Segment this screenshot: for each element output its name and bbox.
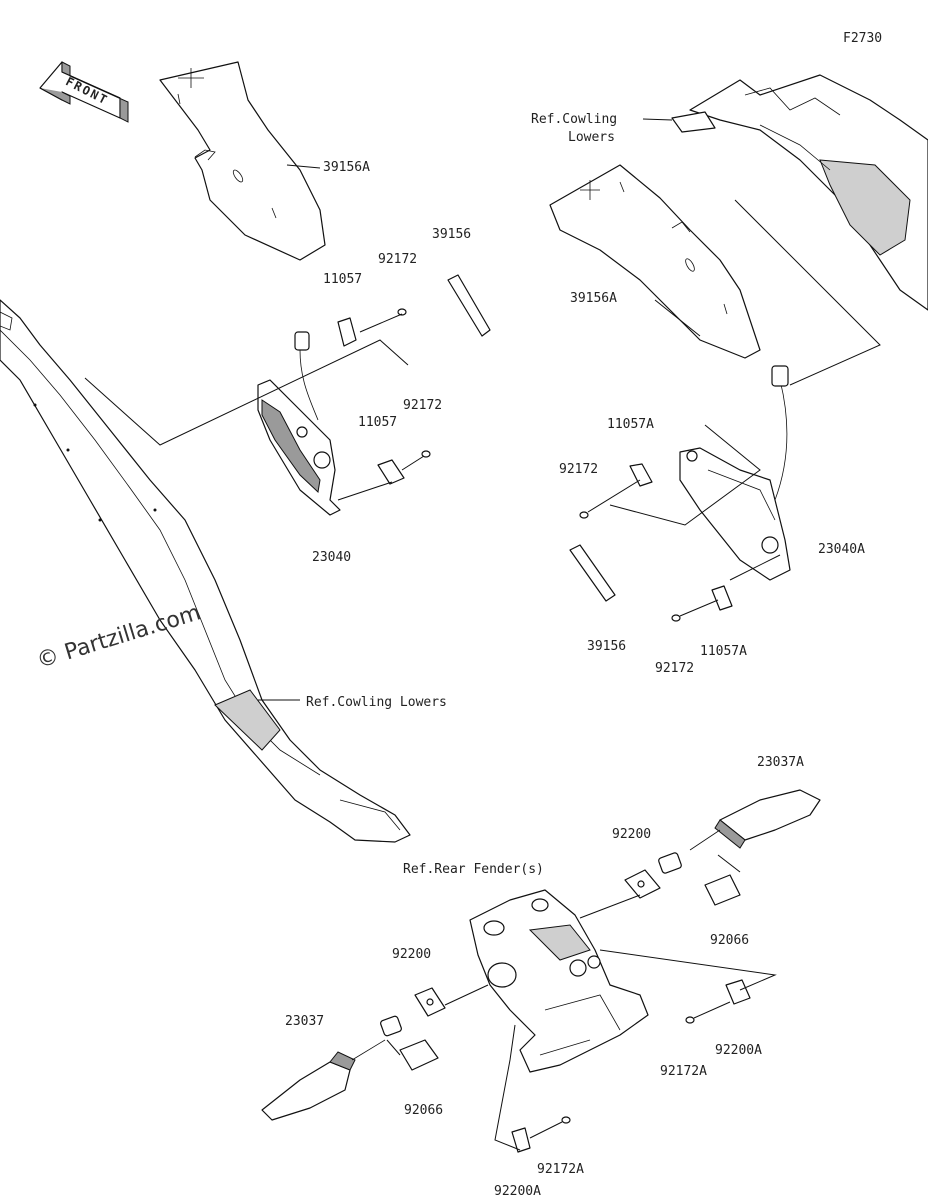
diagram-id: F2730	[843, 31, 883, 46]
label-39156-right: 39156	[587, 639, 627, 654]
bracket-11057-mid	[377, 459, 405, 485]
nut-92200A-right	[725, 979, 751, 1005]
label-92200A-right: 92200A	[715, 1043, 762, 1058]
screw-92172-mid	[401, 450, 431, 471]
label-39156A-left: 39156A	[323, 160, 370, 175]
reflector-23040A	[679, 365, 791, 581]
label-ref-rear-fender: Ref.Rear Fender(s)	[403, 862, 544, 877]
screw-92172-top	[359, 308, 407, 333]
rear-fender-bracket	[469, 889, 649, 1073]
cowling-upper-right	[671, 74, 928, 311]
bracket-11057A-top	[629, 463, 653, 487]
label-39156A-right: 39156A	[570, 291, 617, 306]
label-ref-cowling-lowers-left: Ref.Cowling Lowers	[306, 695, 447, 710]
screw-92172-right-bottom	[671, 599, 719, 622]
bracket-11057-top	[337, 317, 357, 347]
plate-92200-left	[414, 987, 446, 1017]
label-11057-mid: 11057	[358, 415, 398, 430]
label-23040A: 23040A	[818, 542, 865, 557]
pad-39156A-right	[549, 164, 761, 359]
nut-92200A-bottom	[511, 1127, 531, 1153]
screw-92172-right	[579, 479, 641, 519]
screw-92172A-bottom	[529, 1116, 571, 1139]
reflector-23040	[257, 331, 341, 516]
label-11057-top: 11057	[323, 272, 363, 287]
label-92200-left: 92200	[392, 947, 432, 962]
label-92066-right: 92066	[710, 933, 750, 948]
label-11057A-bottom: 11057A	[700, 644, 747, 659]
screw-92172A-right	[685, 1001, 731, 1024]
label-39156-left: 39156	[432, 227, 472, 242]
label-92066-left: 92066	[404, 1103, 444, 1118]
front-arrow-icon	[39, 61, 129, 123]
turn-signal-23037A	[658, 789, 821, 874]
label-92172-right: 92172	[559, 462, 599, 477]
bracket-11057A-bottom	[711, 585, 733, 611]
plate-92200-right	[624, 869, 661, 899]
label-92172-top: 92172	[378, 252, 418, 267]
strip-39156-left	[447, 274, 491, 337]
label-92172A-bottom: 92172A	[537, 1162, 584, 1177]
label-23037A: 23037A	[757, 755, 804, 770]
label-11057A-top: 11057A	[607, 417, 654, 432]
grommet-92066-right	[704, 874, 741, 906]
strip-39156-right	[569, 544, 616, 602]
grommet-92066-left	[399, 1039, 439, 1071]
label-92172A-right: 92172A	[660, 1064, 707, 1079]
label-ref-cowling-right-2: Lowers	[568, 130, 615, 145]
label-ref-cowling-right-1: Ref.Cowling	[531, 112, 618, 127]
label-92172-right-bottom: 92172	[655, 661, 695, 676]
label-23037: 23037	[285, 1014, 325, 1029]
turn-signal-23037	[261, 1015, 402, 1121]
label-92200A-bottom: 92200A	[494, 1184, 541, 1199]
label-92200-right: 92200	[612, 827, 652, 842]
pad-39156A-left	[159, 61, 326, 261]
label-23040: 23040	[312, 550, 352, 565]
cowling-lower-left	[0, 299, 411, 843]
label-92172-mid: 92172	[403, 398, 443, 413]
